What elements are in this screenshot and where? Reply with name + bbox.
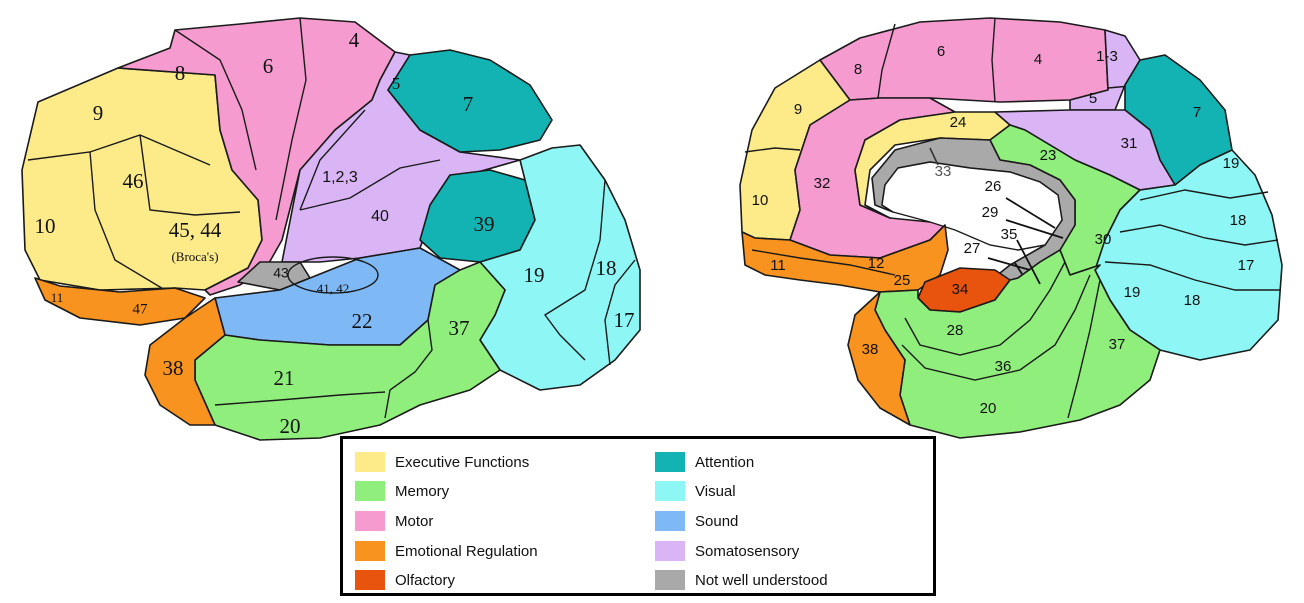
label-medial-4: 4 [1034,51,1042,68]
label-lateral-40: 40 [371,208,389,225]
legend-label-unknown: Not well understood [695,572,828,589]
label-medial-24: 24 [950,114,967,131]
label-medial-11: 11 [770,257,786,274]
label-lateral-38: 38 [163,356,184,380]
label-lateral-20: 20 [280,414,301,438]
legend-item-memory: Memory [355,480,449,502]
legend-item-sound: Sound [655,510,738,532]
label-medial-18b: 18 [1184,292,1201,309]
label-medial-36: 36 [995,358,1012,375]
label-lateral-45-44: 45, 44 [169,218,222,242]
legend-swatch-sound [655,511,685,531]
label-medial-6: 6 [937,43,945,60]
legend-label-memory: Memory [395,483,449,500]
legend-swatch-emotional [355,541,385,561]
legend-label-sound: Sound [695,513,738,530]
label-lateral-19: 19 [524,263,545,287]
label-medial-10: 10 [752,192,769,209]
label-lateral-5: 5 [392,74,401,93]
legend-item-visual: Visual [655,480,736,502]
label-lateral-17: 17 [614,308,635,332]
label-medial-12: 12 [868,255,885,272]
legend-item-executive: Executive Functions [355,451,529,473]
label-medial-27: 27 [964,240,981,257]
medial-brain-view: 8 6 4 1-3 5 7 9 24 31 23 33 32 10 26 29 … [740,18,1282,438]
legend-item-somatosensory: Somatosensory [655,540,799,562]
label-medial-35: 35 [1001,226,1018,243]
region-medial-motor [820,18,1108,102]
legend-item-attention: Attention [655,451,754,473]
legend-label-visual: Visual [695,483,736,500]
label-lateral-43: 43 [273,265,289,281]
label-medial-9: 9 [794,101,802,118]
legend-swatch-visual [655,481,685,501]
legend-swatch-executive [355,452,385,472]
label-lateral-46: 46 [123,169,144,193]
label-lateral-47: 47 [133,301,149,317]
label-medial-37: 37 [1109,336,1126,353]
label-lateral-4: 4 [349,28,360,52]
label-medial-5: 5 [1089,90,1097,107]
label-lateral-39: 39 [474,212,495,236]
legend-label-emotional: Emotional Regulation [395,543,538,560]
label-medial-17: 17 [1238,257,1255,274]
legend-swatch-memory [355,481,385,501]
label-medial-34: 34 [952,281,969,298]
label-medial-18a: 18 [1230,212,1247,229]
label-medial-28: 28 [947,322,964,339]
legend-item-unknown: Not well understood [655,569,828,591]
label-medial-8: 8 [854,61,862,78]
label-lateral-9: 9 [93,101,104,125]
label-medial-19a: 19 [1223,155,1240,172]
label-medial-31: 31 [1121,135,1138,152]
label-medial-1-3: 1-3 [1096,48,1118,65]
label-medial-32: 32 [814,175,831,192]
legend-swatch-attention [655,452,685,472]
legend-label-attention: Attention [695,454,754,471]
label-medial-33: 33 [935,163,952,180]
legend-swatch-motor [355,511,385,531]
label-medial-26: 26 [985,178,1002,195]
label-lateral-brocas: (Broca's) [171,249,218,264]
label-lateral-7: 7 [463,92,474,116]
label-lateral-11: 11 [51,290,64,305]
label-medial-38: 38 [862,341,879,358]
label-lateral-37: 37 [449,316,470,340]
legend-item-motor: Motor [355,510,433,532]
legend-item-emotional: Emotional Regulation [355,540,538,562]
label-medial-7: 7 [1193,104,1201,121]
label-medial-29: 29 [982,204,999,221]
label-lateral-22: 22 [352,309,373,333]
label-medial-23: 23 [1040,147,1057,164]
legend-label-motor: Motor [395,513,433,530]
legend-label-olfactory: Olfactory [395,572,455,589]
legend-item-olfactory: Olfactory [355,569,455,591]
label-lateral-8: 8 [175,61,186,85]
label-medial-30: 30 [1095,231,1112,248]
label-lateral-21: 21 [274,366,295,390]
legend-label-executive: Executive Functions [395,454,529,471]
legend-swatch-unknown [655,570,685,590]
label-medial-19b: 19 [1124,284,1141,301]
legend-label-somatosensory: Somatosensory [695,543,799,560]
legend: Executive Functions Memory Motor Emotion… [340,436,936,596]
label-lateral-6: 6 [263,54,274,78]
legend-swatch-somatosensory [655,541,685,561]
label-medial-25: 25 [894,272,911,289]
label-lateral-41-42: 41, 42 [317,281,350,296]
label-lateral-10: 10 [35,214,56,238]
lateral-brain-view: 9 46 10 45, 44 (Broca's) 8 6 4 5 7 1,2,3… [22,18,640,440]
label-medial-20: 20 [980,400,997,417]
label-lateral-18: 18 [596,256,617,280]
label-lateral-123: 1,2,3 [322,169,358,186]
legend-swatch-olfactory [355,570,385,590]
